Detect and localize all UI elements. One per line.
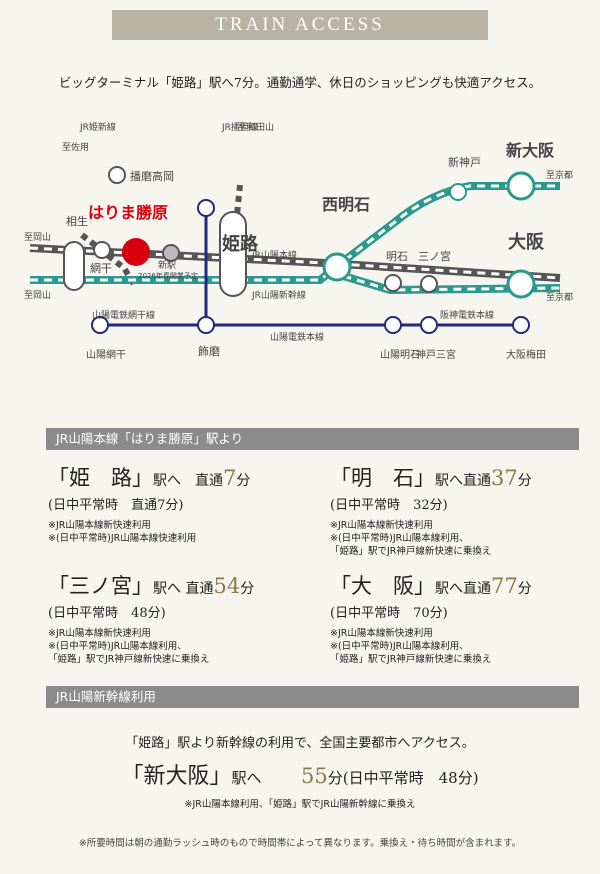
shikama-station [197, 316, 215, 334]
sannomiya-label: 三ノ宮 [418, 249, 451, 263]
kobesannomiya-label: 神戸三宮 [416, 348, 456, 361]
route-map: はりま勝原 新駅 2026年春開業予定 網干 相生 播磨高岡 姫路 西明石 明石… [24, 121, 573, 361]
sanyo-dentetsu-label: 山陽電鉄本線 [270, 331, 324, 343]
new-station [162, 244, 180, 262]
dir-wadayama: 至和田山 [238, 122, 274, 133]
harima-station [122, 238, 150, 266]
shinosaka-station [506, 171, 536, 201]
kishin-label: JR姫新線 [79, 121, 116, 133]
sanyo-aboshi-label: 山陽電鉄網干線 [92, 309, 155, 321]
hanshin-label: 阪神電鉄本線 [440, 309, 494, 321]
dir-okayama-2: 至岡山 [24, 290, 51, 301]
dest-osaka: 「大 阪」駅へ直通77分 (日中平常時 70分) ※JR山陽本線新快速利用※(日… [330, 574, 532, 665]
kobesannomiya-station [420, 316, 438, 334]
aioi-station [63, 241, 85, 291]
aboshi-label: 網干 [90, 261, 112, 275]
dir-kyoto-2: 至京都 [546, 291, 573, 303]
section1-bar: JR山陽本線「はりま勝原」駅より [46, 428, 579, 450]
nishiakashi-label: 西明石 [322, 195, 370, 214]
intro-text: ビッグターミナル「姫路」駅へ7分。通勤通学、休日のショッピングも快適アクセス。 [58, 75, 542, 90]
sanyoaboshi-station [91, 316, 109, 334]
sanyoaboshi-label: 山陽網干 [86, 348, 126, 361]
shinosaka-label: 新大阪 [506, 141, 555, 160]
harima-label: はりま勝原 [88, 203, 168, 222]
section2-bar: JR山陽新幹線利用 [46, 686, 579, 708]
sannomiya-station [420, 275, 438, 293]
new-note-label: 2026年春開業予定 [138, 271, 198, 280]
osakaumeda-station [512, 316, 530, 334]
himeji-station [219, 211, 247, 297]
dir-kyoto-1: 至京都 [546, 169, 573, 181]
shikama-label: 飾磨 [198, 345, 220, 358]
osakaumeda-label: 大阪梅田 [506, 348, 546, 361]
dest-akashi: 「明 石」駅へ直通37分 (日中平常時 32分) ※JR山陽本線新快速利用※(日… [330, 466, 532, 557]
akashi-label: 明石 [386, 250, 408, 263]
shinkansen-note: ※JR山陽本線利用、「姫路」駅でJR山陽新幹線に乗換え [184, 799, 416, 810]
himeji-label: 姫路 [222, 233, 259, 255]
bantan-label: JR播但線 [221, 121, 258, 133]
footer-note: ※所要時間は朝の通勤ラッシュ時のもので時間帯によって異なります。乗換え・待ち時間… [78, 838, 522, 849]
harimakoudai-station [108, 166, 126, 184]
shinkansen-dest: 「新大阪」駅へ 55分(日中平常時 48分) [121, 764, 479, 789]
aboshi-station [93, 241, 111, 259]
sanyo-main-label: JR山陽本線 [251, 249, 297, 261]
dest-himeji: 「姫 路」駅へ 直通7分 (日中平常時 直通7分) ※JR山陽本線新快速利用※(… [48, 466, 251, 544]
shinkobe-station [449, 183, 467, 201]
dest-sannomiya: 「三ノ宮」駅へ 直通54分 (日中平常時 48分) ※JR山陽本線新快速利用※(… [48, 574, 255, 665]
osaka-station [506, 269, 536, 299]
train-access-banner: TRAIN ACCESS [112, 10, 488, 40]
new-station-label: 新駅 [158, 259, 176, 271]
osaka-label: 大阪 [508, 231, 545, 253]
aioi-label: 相生 [66, 214, 88, 228]
dir-sayo: 至佐用 [62, 141, 89, 153]
shinkobe-label: 新神戸 [448, 155, 481, 169]
harimakoudai-label: 播磨高岡 [130, 169, 174, 183]
sanyoakashi-label: 山陽明石 [380, 349, 420, 361]
sanyoakashi-station [384, 316, 402, 334]
shinkansen-label: JR山陽新幹線 [251, 289, 306, 301]
akashi-station [384, 274, 402, 292]
shinkansen-intro: 「姫路」駅より新幹線の利用で、全国主要都市へアクセス。 [125, 736, 475, 751]
nishiakashi-station [322, 252, 352, 282]
dir-okayama-1: 至岡山 [24, 232, 51, 243]
